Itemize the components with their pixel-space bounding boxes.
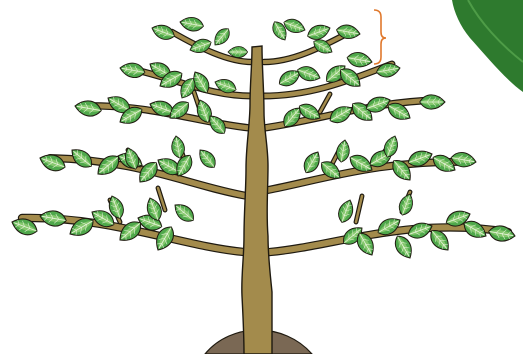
leaf-icon — [396, 192, 416, 217]
leaf-icon — [295, 64, 322, 85]
leaf-icon — [150, 22, 177, 43]
leaf-icon — [179, 15, 205, 32]
leaf-icon — [171, 200, 198, 226]
leaf-icon — [375, 61, 401, 78]
brace-icon — [374, 10, 386, 64]
leaf-icon — [195, 146, 219, 171]
leaf-icon — [346, 51, 373, 69]
leaf-icon — [406, 219, 435, 241]
leaf-icon — [74, 99, 103, 118]
leaf-icon — [300, 149, 324, 176]
leaf-icon — [335, 139, 351, 163]
branch — [320, 94, 330, 112]
leaf-icon — [336, 198, 357, 225]
leaf-icon — [210, 25, 233, 49]
trunk-icon — [242, 46, 272, 354]
leaf-icon — [305, 22, 332, 43]
leaf-icon — [119, 61, 146, 79]
corner-leaf-icon — [452, 0, 523, 92]
leaf-icon — [420, 95, 445, 109]
leaf-icon — [39, 209, 68, 228]
